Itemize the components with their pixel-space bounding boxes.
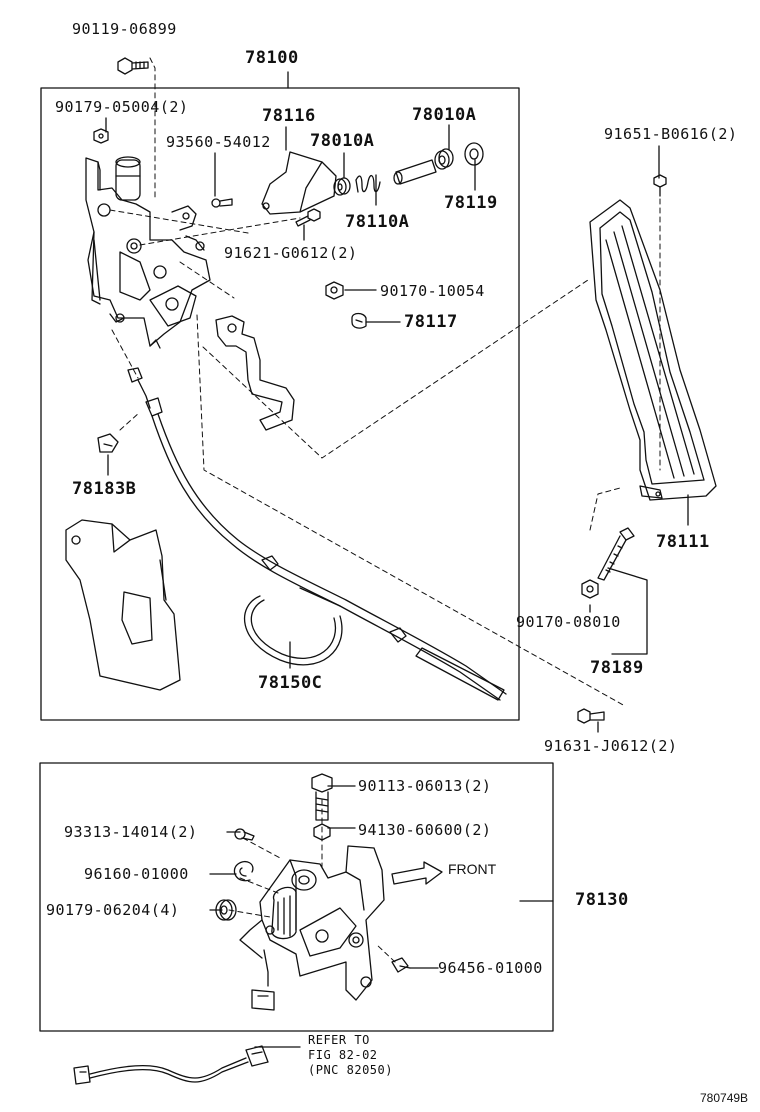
pedal-pad-78111-icon bbox=[590, 200, 716, 500]
fitting-96456-icon bbox=[392, 958, 410, 972]
bushing-78010a-small-icon bbox=[334, 178, 350, 195]
screw-93560-icon bbox=[212, 199, 232, 207]
drawing-code: 780749B bbox=[700, 1091, 749, 1105]
label-78111: 78111 bbox=[656, 532, 710, 552]
cable-78150c-icon bbox=[128, 368, 506, 700]
label-78117: 78117 bbox=[404, 312, 458, 332]
front-arrow-icon bbox=[392, 862, 442, 884]
label-78010a-upper: 78010A bbox=[412, 105, 477, 125]
snap-ring-96160-icon bbox=[234, 862, 252, 881]
washer-78119-icon bbox=[465, 143, 483, 165]
label-78110a: 78110A bbox=[345, 212, 410, 232]
label-93313-14014: 93313-14014(2) bbox=[64, 823, 198, 841]
bolt-91651-icon bbox=[654, 175, 666, 196]
nut-90170-08010-icon bbox=[582, 580, 598, 598]
label-refer-to: REFER TO bbox=[308, 1033, 370, 1047]
clip-78183b-icon bbox=[98, 434, 118, 452]
label-90113-06013: 90113-06013(2) bbox=[358, 777, 492, 795]
label-refer-pnc: (PNC 82050) bbox=[308, 1063, 393, 1077]
clip-78117-icon bbox=[352, 314, 366, 329]
label-78119: 78119 bbox=[444, 193, 498, 213]
label-90170-10054: 90170-10054 bbox=[380, 282, 485, 300]
label-78183b: 78183B bbox=[72, 479, 137, 499]
label-91651-b0616: 91651-B0616(2) bbox=[604, 125, 738, 143]
actuator-78130-icon bbox=[240, 846, 384, 1010]
nut-90179-06204-icon bbox=[216, 900, 236, 920]
label-90119-06899: 90119-06899 bbox=[72, 20, 177, 38]
nut-90170-10054-icon bbox=[326, 282, 343, 299]
bolt-91621-icon bbox=[296, 209, 320, 226]
label-78100: 78100 bbox=[245, 48, 299, 68]
label-93560-54012: 93560-54012 bbox=[166, 133, 271, 151]
pedal-arm-assembly-icon bbox=[86, 157, 210, 348]
dashed-lines bbox=[110, 58, 660, 962]
label-78189: 78189 bbox=[590, 658, 644, 678]
nut-90179-05004-icon bbox=[94, 129, 108, 143]
spring-78110a-icon bbox=[356, 176, 380, 192]
label-78010a: 78010A bbox=[310, 131, 375, 151]
label-90179-05004: 90179-05004(2) bbox=[55, 98, 189, 116]
screw-93313-icon bbox=[235, 829, 254, 840]
label-96456-01000: 96456-01000 bbox=[438, 959, 543, 977]
bolt-90119-icon bbox=[118, 58, 148, 74]
leader-lines bbox=[106, 72, 688, 1047]
nut-94130-icon bbox=[314, 824, 330, 840]
label-90170-08010: 90170-08010 bbox=[516, 613, 621, 631]
wire-harness-icon bbox=[74, 1046, 268, 1084]
label-78150c: 78150C bbox=[258, 673, 323, 693]
label-94130-60600: 94130-60600(2) bbox=[358, 821, 492, 839]
label-78130: 78130 bbox=[575, 890, 629, 910]
bolt-91631-icon bbox=[578, 709, 604, 723]
label-91631-j0612: 91631-J0612(2) bbox=[544, 737, 678, 755]
tube-78116-sleeve-icon bbox=[394, 160, 436, 184]
label-91621-g0612: 91621-G0612(2) bbox=[224, 244, 358, 262]
label-front: FRONT bbox=[448, 861, 497, 877]
bolt-78189-icon bbox=[598, 528, 634, 580]
bracket-78116-icon bbox=[262, 152, 336, 214]
label-78116: 78116 bbox=[262, 106, 316, 126]
pedal-lever-icon bbox=[216, 316, 294, 430]
upper-assembly-frame bbox=[41, 88, 519, 720]
lower-assembly-frame bbox=[40, 763, 553, 1031]
label-refer-fig: FIG 82-02 bbox=[308, 1048, 378, 1062]
label-90179-06204: 90179-06204(4) bbox=[46, 901, 180, 919]
label-96160-01000: 96160-01000 bbox=[84, 865, 189, 883]
bolt-90113-icon bbox=[312, 774, 332, 820]
bushing-78010a-icon bbox=[435, 149, 453, 169]
cover-plate-icon bbox=[66, 520, 180, 690]
